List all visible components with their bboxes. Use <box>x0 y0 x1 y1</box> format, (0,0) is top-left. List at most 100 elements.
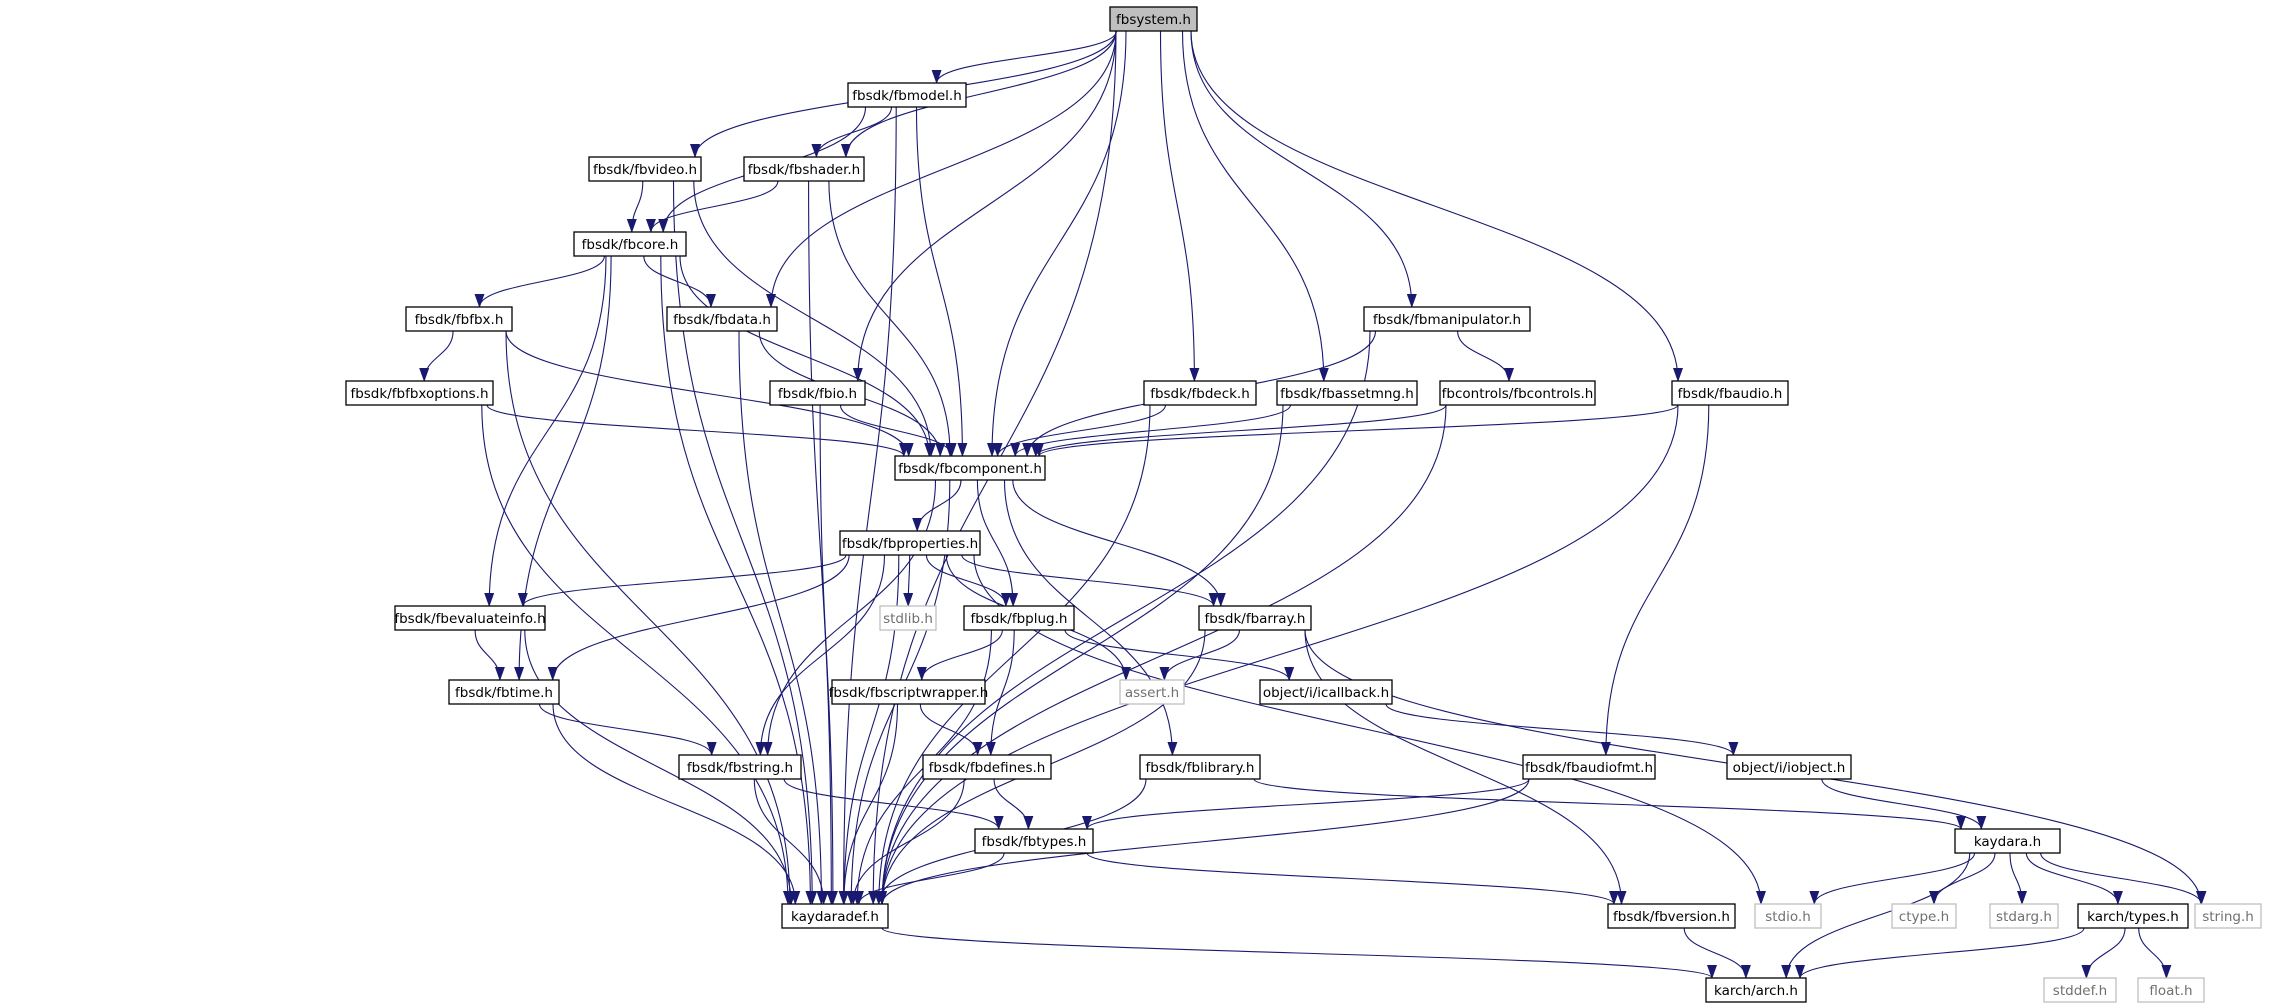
node-box <box>1726 754 1852 780</box>
node-fbsystem[interactable]: fbsystem.h <box>1109 6 1198 32</box>
edge-kaydara-to-string <box>2040 852 2207 905</box>
node-box <box>1671 380 1789 406</box>
node-label: fbsdk/fbscriptwrapper.h <box>829 685 989 701</box>
node-fbcontrols[interactable]: fbcontrols/fbcontrols.h <box>1439 380 1596 406</box>
edge-fbproperties-to-stdlib <box>903 554 914 607</box>
node-fbcomponent[interactable]: fbsdk/fbcomponent.h <box>894 455 1046 481</box>
node-fbtime[interactable]: fbsdk/fbtime.h <box>448 679 560 705</box>
node-fbfbx[interactable]: fbsdk/fbfbx.h <box>405 306 513 332</box>
node-fbcore[interactable]: fbsdk/fbcore.h <box>573 231 687 257</box>
node-fbmodel[interactable]: fbsdk/fbmodel.h <box>847 82 967 108</box>
node-fbstring[interactable]: fbsdk/fbstring.h <box>678 754 802 780</box>
node-icallback[interactable]: object/i/icallback.h <box>1259 679 1393 705</box>
node-label: fbsystem.h <box>1116 12 1191 28</box>
node-label: fbsdk/fbdeck.h <box>1150 386 1250 402</box>
edge-fbsystem-to-fbdeck <box>1159 30 1200 382</box>
edge-fbcore-to-fbevaluateinfo <box>484 255 607 607</box>
node-label: kaydara.h <box>1974 834 2041 850</box>
node-label: fbsdk/fbmanipulator.h <box>1373 312 1521 328</box>
edge-fbproperties-to-fbplug <box>925 554 1011 607</box>
node-fbio[interactable]: fbsdk/fbio.h <box>769 380 866 406</box>
node-label: fbsdk/fbcomponent.h <box>898 461 1042 477</box>
node-box <box>1198 605 1312 631</box>
node-box <box>922 754 1052 780</box>
edge-fbshader-to-fbcore <box>645 180 779 233</box>
edge-fbvideo-to-fbcore <box>626 180 644 233</box>
node-label: fbsdk/fbfbxoptions.h <box>350 386 488 402</box>
node-box <box>345 380 494 406</box>
node-fbproperties[interactable]: fbsdk/fbproperties.h <box>839 530 981 556</box>
edge-fbfbx-to-fbfbxoptions <box>419 330 454 382</box>
edge-icallback-to-iobject <box>1385 703 1739 756</box>
edge-fbsystem-to-fbassetmng <box>1181 30 1329 382</box>
edge-fbmanipulator-to-fbcontrols <box>1457 330 1514 382</box>
node-box <box>1891 903 1957 929</box>
node-box <box>1109 6 1198 32</box>
node-fbshader[interactable]: fbsdk/fbshader.h <box>743 156 865 182</box>
edge-fbstring-to-fbtypes <box>783 778 1004 830</box>
node-box <box>879 605 937 631</box>
node-label: object/i/icallback.h <box>1263 685 1389 701</box>
node-box <box>1522 754 1656 780</box>
edge-fbdeck-to-kaydaradef <box>873 404 1151 905</box>
node-box <box>1139 754 1261 780</box>
node-stdlib: stdlib.h <box>879 605 937 631</box>
node-fbvideo[interactable]: fbsdk/fbvideo.h <box>588 156 702 182</box>
edge-fbplug-to-fbscriptwrapper <box>916 629 1003 681</box>
edge-fbevaluateinfo-to-fbtime <box>474 629 505 681</box>
node-box <box>573 231 687 257</box>
node-fbdata[interactable]: fbsdk/fbdata.h <box>666 306 778 332</box>
edge-fbsystem-to-fbshader <box>840 30 1117 158</box>
edge-fbscriptwrapper-to-kaydaradef <box>838 703 899 905</box>
edge-fbtime-to-fbstring <box>538 703 717 756</box>
node-fbdeck[interactable]: fbsdk/fbdeck.h <box>1143 380 1257 406</box>
edge-kaydara-to-stdio <box>1809 852 1976 905</box>
node-fbmanipulator[interactable]: fbsdk/fbmanipulator.h <box>1363 306 1531 332</box>
node-box <box>1439 380 1596 406</box>
node-label: fbsdk/fbstring.h <box>687 760 793 776</box>
edge-karchtypes-to-stddef <box>2081 927 2126 979</box>
node-label: fbsdk/fbdefines.h <box>929 760 1046 776</box>
node-iobject[interactable]: object/i/iobject.h <box>1726 754 1852 780</box>
node-label: stdarg.h <box>1996 909 2052 925</box>
node-box <box>769 380 866 406</box>
node-karchtypes[interactable]: karch/types.h <box>2077 903 2189 929</box>
node-fbversion[interactable]: fbsdk/fbversion.h <box>1607 903 1736 929</box>
node-label: fbsdk/fbmodel.h <box>852 88 962 104</box>
node-fbplug[interactable]: fbsdk/fbplug.h <box>963 605 1075 631</box>
node-fbarray[interactable]: fbsdk/fbarray.h <box>1198 605 1312 631</box>
node-fbaudio[interactable]: fbsdk/fbaudio.h <box>1671 380 1789 406</box>
node-stdio: stdio.h <box>1754 903 1822 929</box>
node-ctype: ctype.h <box>1891 903 1957 929</box>
node-fbaudiofmt[interactable]: fbsdk/fbaudiofmt.h <box>1522 754 1656 780</box>
node-karcharch[interactable]: karch/arch.h <box>1705 977 1807 1003</box>
edge-fbdefines-to-fbtypes <box>993 778 1034 830</box>
edge-fbio-to-kaydaradef <box>819 404 838 905</box>
node-fblibrary[interactable]: fbsdk/fblibrary.h <box>1139 754 1261 780</box>
node-fbevaluateinfo[interactable]: fbsdk/fbevaluateinfo.h <box>394 605 546 631</box>
node-fbassetmng[interactable]: fbsdk/fbassetmng.h <box>1276 380 1418 406</box>
edge-fbcontrols-to-kaydaradef <box>877 404 1447 905</box>
edge-fbassetmng-to-kaydaradef <box>877 404 1284 905</box>
node-box <box>2077 903 2189 929</box>
node-fbfbxoptions[interactable]: fbsdk/fbfbxoptions.h <box>345 380 494 406</box>
edge-fbcomponent-to-fbstring <box>762 479 937 756</box>
edge-fbmodel-to-fbshader <box>811 106 893 158</box>
node-box <box>405 306 513 332</box>
node-label: fbsdk/fbio.h <box>778 386 857 402</box>
edge-fbmanipulator-to-kaydaradef <box>877 330 1371 905</box>
node-kaydara[interactable]: kaydara.h <box>1954 828 2061 854</box>
node-label: fbsdk/fbcore.h <box>582 237 679 253</box>
node-fbscriptwrapper[interactable]: fbsdk/fbscriptwrapper.h <box>829 679 989 705</box>
node-fbtypes[interactable]: fbsdk/fbtypes.h <box>974 828 1094 854</box>
edge-fbcontrols-to-fbcomponent <box>1030 404 1447 457</box>
node-kaydaradef[interactable]: kaydaradef.h <box>781 903 889 929</box>
node-string: string.h <box>2194 903 2262 929</box>
edge-fbaudio-to-fbcomponent <box>1034 404 1679 457</box>
edge-kaydaradef-to-karcharch <box>881 927 1717 979</box>
edge-kaydara-to-ctype <box>1929 852 1996 905</box>
edge-fbcore-to-fbfbx <box>474 255 605 308</box>
node-fbdefines[interactable]: fbsdk/fbdefines.h <box>922 754 1052 780</box>
node-label: fbsdk/fbproperties.h <box>842 536 978 552</box>
